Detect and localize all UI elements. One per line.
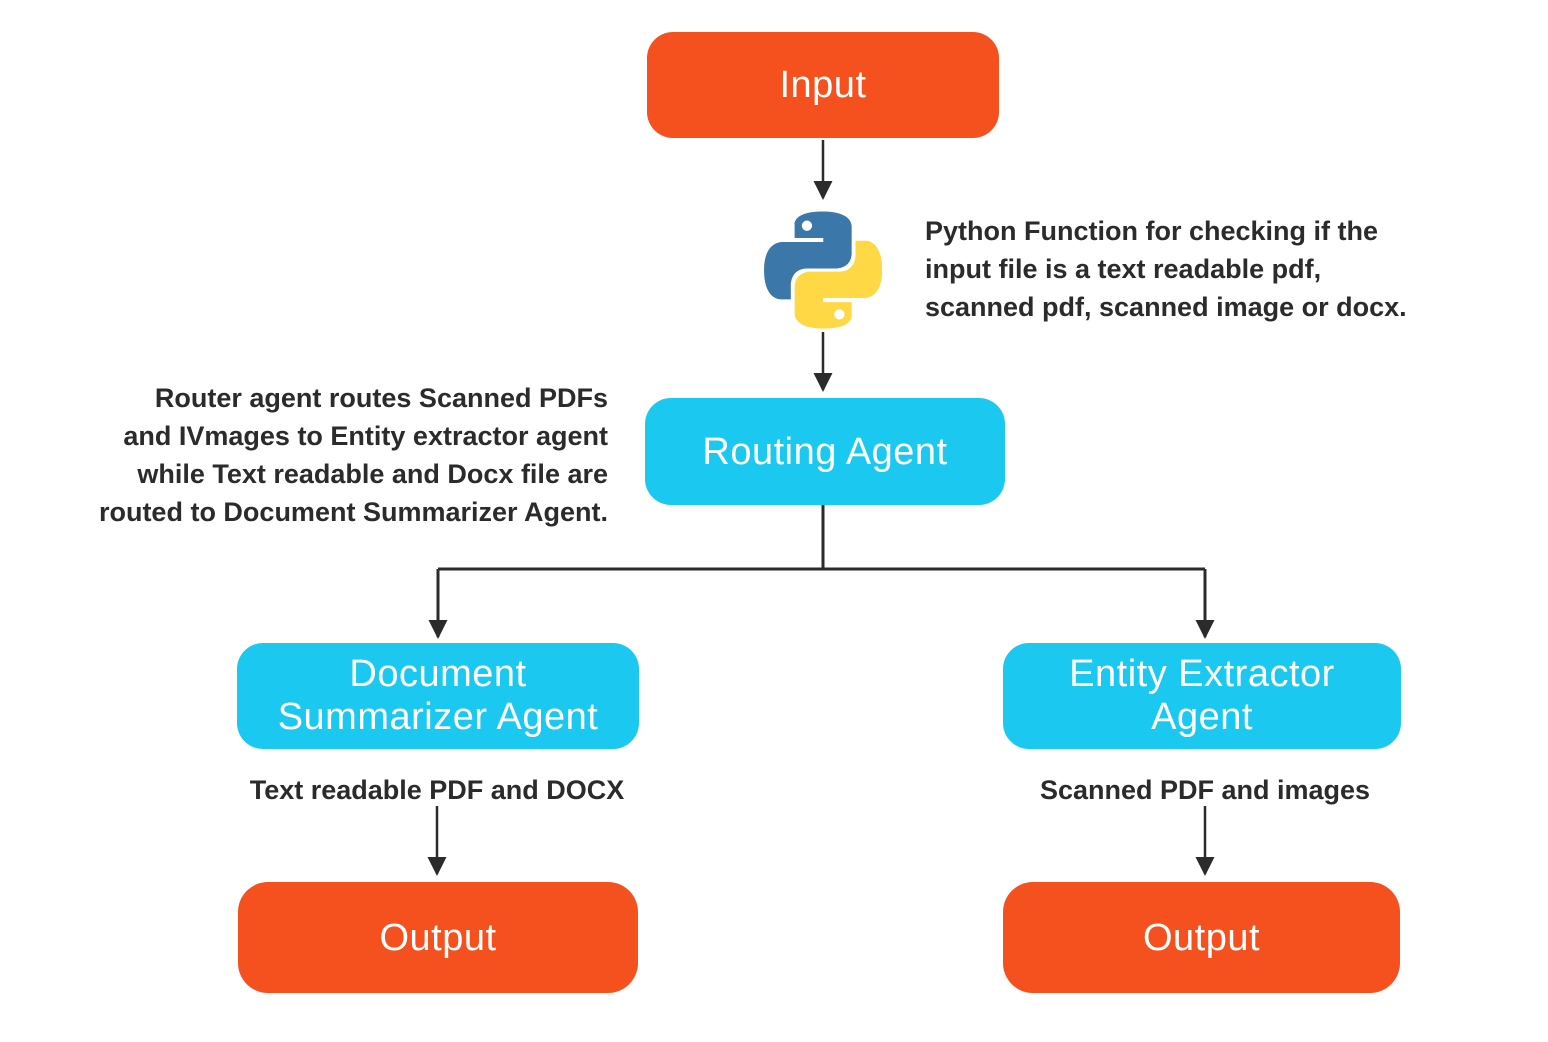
node-routing-agent: Routing Agent [645,398,1005,505]
node-output-label: Output [1142,916,1261,959]
node-routing-agent-label: Routing Agent [702,430,948,473]
node-entity-extractor-line: Entity Extractor [1069,653,1335,695]
annotation-line: and IVmages to Entity extractor agent [123,421,608,451]
label-summarizer-branch: Text readable PDF and DOCX [249,775,625,805]
node-entity-extractor-agent: Entity Extractor Agent [1003,643,1401,749]
node-input: Input [647,32,999,138]
node-input-label: Input [779,64,867,106]
annotation-router-rule: Router agent routes Scanned PDFs and IVm… [6,379,608,531]
annotation-line: Router agent routes Scanned PDFs [154,383,608,413]
node-document-summarizer-line: Document [349,653,527,695]
node-output-summarizer: Output [238,882,638,993]
annotation-line: while Text readable and Docx file are [137,459,608,489]
node-output-extractor: Output [1003,882,1400,993]
node-output-label: Output [379,916,497,959]
annotation-python-function: Python Function for checking if the inpu… [925,212,1465,326]
connector-routing-branch [438,505,1205,571]
node-document-summarizer-agent: Document Summarizer Agent [237,643,639,749]
python-logo-icon [764,211,882,329]
annotation-line: Python Function for checking if the [925,216,1379,246]
annotation-line: input file is a text readable pdf, [925,254,1322,284]
label-extractor-branch: Scanned PDF and images [1039,775,1371,805]
annotation-line: scanned pdf, scanned image or docx. [925,292,1407,322]
node-entity-extractor-line: Agent [1151,696,1253,738]
node-document-summarizer-line: Summarizer Agent [277,696,599,738]
annotation-line: routed to Document Summarizer Agent. [98,497,608,527]
